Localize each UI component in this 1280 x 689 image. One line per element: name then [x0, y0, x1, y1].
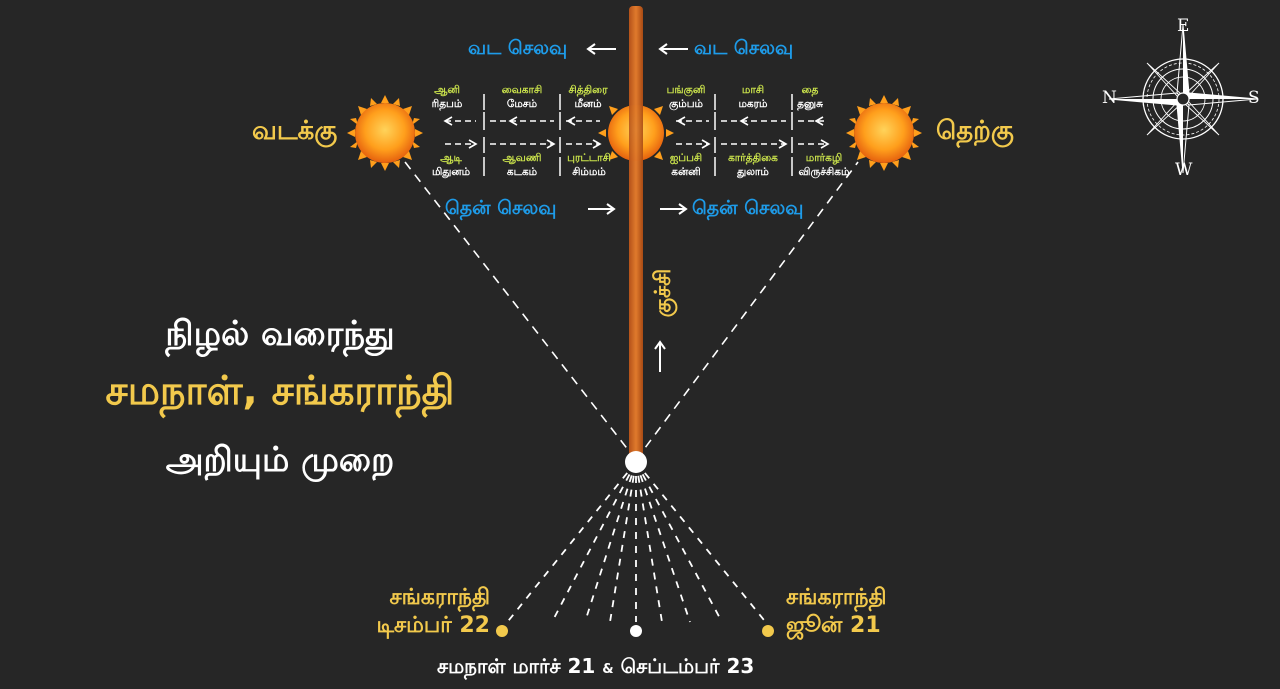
- title-line-3: அறியும் முறை: [165, 440, 395, 480]
- month-bottom-left-3: புரட்டாசிசிம்மம்: [567, 152, 611, 178]
- north-travel-label-left: வட செலவு: [468, 37, 568, 59]
- december-solstice-dot: [496, 625, 508, 637]
- month-bottom-right-1: ஐப்பசிகன்னி: [669, 152, 703, 178]
- shadow-fan: [504, 461, 769, 626]
- compass-letter-n: N: [1102, 88, 1117, 108]
- compass-letter-w: W: [1175, 160, 1193, 180]
- arrow-row-north: [443, 116, 828, 126]
- sun-south: [846, 95, 922, 171]
- gnomon-label: குச்சி: [651, 268, 676, 318]
- south-travel-label-left: தென் செலவு: [445, 197, 557, 219]
- month-top-right-2: மாசிமகரம்: [738, 84, 768, 110]
- compass-rose-icon: [1108, 24, 1258, 174]
- title-line-2: சமநாள், சங்கராந்தி: [105, 368, 455, 414]
- june-solstice-dot: [762, 625, 774, 637]
- month-bottom-left-1: ஆடிமிதுனம்: [431, 152, 471, 178]
- month-top-left-2: வைகாசிமேசம்: [501, 84, 543, 110]
- arrow-row-south: [445, 139, 830, 149]
- north-label: வடக்கு: [252, 116, 338, 146]
- compass-letter-e: E: [1177, 16, 1190, 36]
- south-travel-label-right: தென் செலவு: [692, 197, 804, 219]
- month-bottom-right-3: மார்கழிவிருச்சிகம்: [798, 152, 850, 178]
- north-travel-label-right: வட செலவு: [694, 37, 794, 59]
- gnomon-base-point: [625, 451, 647, 473]
- month-top-left-1: ஆனிரிதபம்: [431, 84, 463, 110]
- south-label: தெற்கு: [936, 116, 1014, 146]
- sun-north: [347, 95, 423, 171]
- month-top-right-1: பங்குனிகும்பம்: [666, 84, 706, 110]
- equinox-label: சமநாள் மார்ச் 21 & செப்டம்பர் 23: [437, 654, 755, 678]
- month-bottom-left-2: ஆவணிகடகம்: [502, 152, 542, 178]
- month-bottom-right-2: கார்த்திகைதுலாம்: [728, 152, 778, 178]
- month-top-right-3: தைதனுசு: [797, 84, 823, 110]
- equinox-dot: [630, 625, 642, 637]
- gnomon-stick: [629, 6, 643, 458]
- month-top-left-3: சித்திரைமீனம்: [568, 84, 608, 110]
- compass-letter-s: S: [1248, 88, 1260, 108]
- title-line-1: நிழல் வரைந்து: [165, 314, 395, 354]
- december-solstice-label: சங்கராந்தி டிசம்பர் 22: [376, 585, 490, 638]
- ray-south-sun: [635, 161, 859, 461]
- june-solstice-label: சங்கராந்தி ஜூன் 21: [786, 585, 887, 638]
